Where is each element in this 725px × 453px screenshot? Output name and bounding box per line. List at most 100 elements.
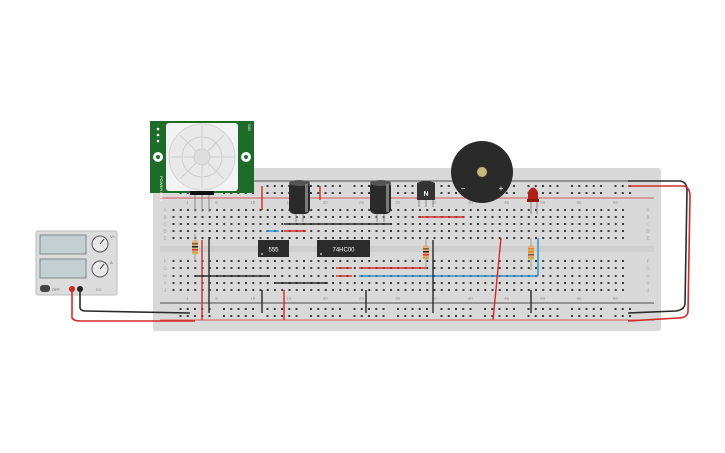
breadboard-hole[interactable] [527, 216, 530, 218]
rail-hole[interactable] [281, 192, 283, 194]
buzzer-power-wire[interactable] [492, 237, 502, 321]
breadboard-hole[interactable] [266, 237, 269, 239]
breadboard-hole[interactable] [506, 267, 508, 269]
breadboard-hole[interactable] [332, 216, 334, 218]
rail-hole[interactable] [331, 308, 334, 310]
breadboard-hole[interactable] [274, 216, 276, 218]
rail-hole[interactable] [592, 315, 595, 317]
breadboard-hole[interactable] [535, 216, 537, 218]
breadboard-hole[interactable] [361, 230, 363, 232]
breadboard-hole[interactable] [498, 260, 501, 262]
breadboard-hole[interactable] [593, 216, 595, 218]
breadboard-hole[interactable] [564, 209, 566, 211]
breadboard-hole[interactable] [332, 289, 334, 291]
breadboard-hole[interactable] [216, 237, 218, 239]
breadboard-hole[interactable] [433, 223, 436, 225]
rail-hole[interactable] [592, 192, 595, 194]
breadboard-hole[interactable] [324, 267, 327, 269]
breadboard-hole[interactable] [397, 216, 400, 218]
rail-hole[interactable] [447, 308, 450, 310]
breadboard-hole[interactable] [310, 209, 313, 211]
breadboard-hole[interactable] [622, 223, 624, 225]
breadboard-hole[interactable] [303, 260, 305, 262]
breadboard-hole[interactable] [187, 237, 189, 239]
breadboard-hole[interactable] [578, 260, 581, 262]
breadboard-hole[interactable] [477, 216, 479, 218]
breadboard-hole[interactable] [593, 275, 595, 277]
breadboard-hole[interactable] [571, 260, 574, 262]
breadboard-hole[interactable] [172, 282, 175, 284]
breadboard-hole[interactable] [462, 237, 465, 239]
breadboard-hole[interactable] [332, 267, 334, 269]
rail-hole[interactable] [331, 185, 334, 187]
breadboard-hole[interactable] [419, 282, 421, 284]
breadboard-hole[interactable] [281, 260, 284, 262]
breadboard-hole[interactable] [245, 216, 247, 218]
breadboard-hole[interactable] [361, 209, 363, 211]
breadboard-hole[interactable] [237, 209, 240, 211]
breadboard-hole[interactable] [614, 260, 617, 262]
breadboard-hole[interactable] [411, 282, 414, 284]
breadboard-hole[interactable] [585, 289, 588, 291]
breadboard-hole[interactable] [245, 230, 247, 232]
breadboard-hole[interactable] [556, 237, 559, 239]
breadboard-hole[interactable] [426, 223, 429, 225]
breadboard-hole[interactable] [426, 260, 429, 262]
rail-hole[interactable] [455, 308, 457, 310]
breadboard-hole[interactable] [542, 289, 545, 291]
rail-hole[interactable] [310, 192, 312, 194]
breadboard-hole[interactable] [622, 267, 624, 269]
rail-hole[interactable] [273, 315, 276, 317]
rail-hole[interactable] [585, 185, 588, 187]
breadboard-hole[interactable] [346, 209, 349, 211]
breadboard-hole[interactable] [535, 209, 537, 211]
breadboard-hole[interactable] [274, 289, 276, 291]
rail-hole[interactable] [484, 315, 486, 317]
breadboard-hole[interactable] [172, 260, 175, 262]
breadboard-hole[interactable] [455, 267, 458, 269]
breadboard-hole[interactable] [324, 230, 327, 232]
breadboard-hole[interactable] [237, 267, 240, 269]
rail-hole[interactable] [288, 315, 291, 317]
breadboard-hole[interactable] [593, 209, 595, 211]
breadboard-hole[interactable] [288, 237, 291, 239]
breadboard-hole[interactable] [208, 260, 211, 262]
breadboard-hole[interactable] [266, 260, 269, 262]
rail-hole[interactable] [404, 192, 407, 194]
breadboard-hole[interactable] [397, 289, 400, 291]
breadboard-hole[interactable] [520, 267, 523, 269]
breadboard-hole[interactable] [411, 289, 414, 291]
breadboard-hole[interactable] [361, 289, 363, 291]
rail-hole[interactable] [556, 192, 559, 194]
rail-hole[interactable] [462, 308, 465, 310]
breadboard-hole[interactable] [455, 260, 458, 262]
breadboard-hole[interactable] [549, 216, 552, 218]
breadboard-hole[interactable] [404, 209, 407, 211]
breadboard-hole[interactable] [324, 237, 327, 239]
breadboard-hole[interactable] [332, 209, 334, 211]
breadboard-hole[interactable] [361, 260, 363, 262]
breadboard-hole[interactable] [469, 260, 472, 262]
breadboard-hole[interactable] [607, 230, 610, 232]
breadboard-hole[interactable] [469, 209, 472, 211]
breadboard-hole[interactable] [230, 209, 233, 211]
breadboard-hole[interactable] [578, 230, 581, 232]
breadboard-hole[interactable] [484, 237, 487, 239]
breadboard-hole[interactable] [469, 282, 472, 284]
rail-hole[interactable] [360, 192, 363, 194]
rail-hole[interactable] [310, 308, 312, 310]
breadboard-hole[interactable] [600, 223, 603, 225]
breadboard-hole[interactable] [600, 237, 603, 239]
breadboard-hole[interactable] [440, 289, 443, 291]
breadboard-hole[interactable] [390, 237, 392, 239]
breadboard-hole[interactable] [498, 209, 501, 211]
breadboard-hole[interactable] [448, 282, 450, 284]
rail-hole[interactable] [237, 315, 240, 317]
breadboard-hole[interactable] [288, 260, 291, 262]
breadboard-hole[interactable] [542, 282, 545, 284]
breadboard-hole[interactable] [564, 216, 566, 218]
rail-hole[interactable] [549, 315, 552, 317]
rail-hole[interactable] [404, 315, 407, 317]
breadboard-hole[interactable] [477, 209, 479, 211]
breadboard-hole[interactable] [404, 223, 407, 225]
